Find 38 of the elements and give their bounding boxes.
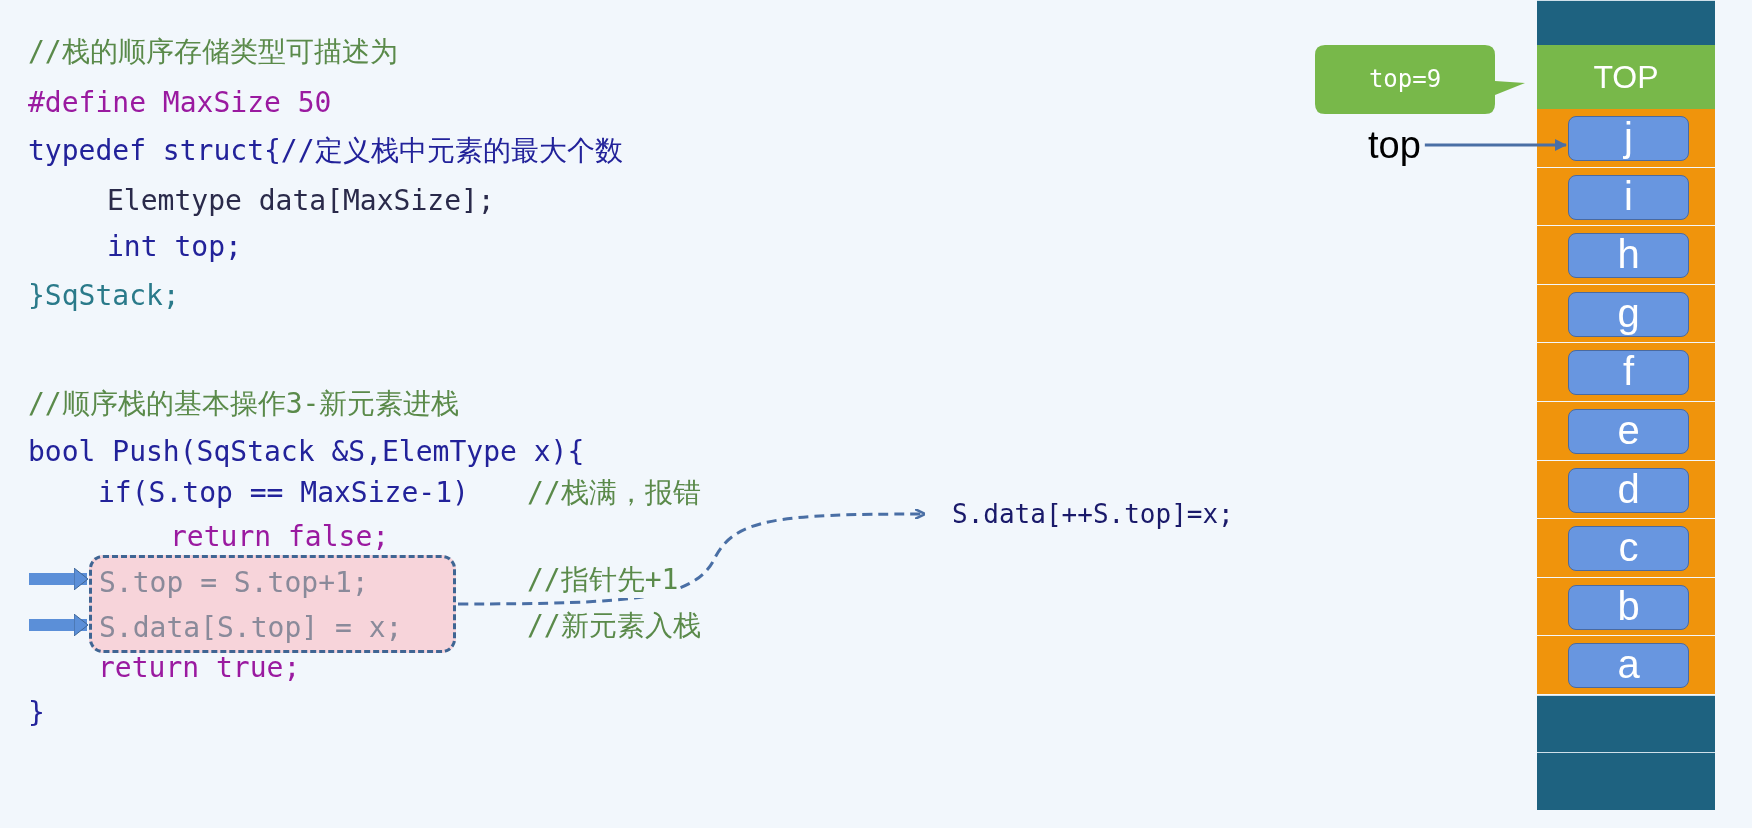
- arrow: [29, 613, 89, 637]
- speech-bubble: top=9: [1315, 45, 1525, 114]
- stack-cell: [1537, 695, 1715, 752]
- stack-cell: [1537, 752, 1715, 810]
- arrow: [458, 507, 927, 606]
- stack-element: f: [1568, 350, 1689, 396]
- stack-top-cell: TOP: [1537, 45, 1715, 109]
- code-comment: //栈满，报错: [527, 475, 701, 511]
- stack-element: a: [1568, 643, 1689, 689]
- stack-element: b: [1568, 584, 1689, 630]
- stack-element: g: [1568, 291, 1689, 337]
- stack-element: h: [1568, 233, 1689, 279]
- code-line: S.top = S.top+1;: [99, 565, 370, 601]
- code-line: S.data[S.top] = x;: [99, 610, 404, 646]
- code-line: return true;: [98, 650, 301, 686]
- pointer-label: top: [1368, 122, 1421, 168]
- highlight-box: [89, 555, 456, 653]
- code-line: bool Push(SqStack &S,ElemType x){: [28, 434, 585, 470]
- code-line: #define MaxSize 50: [28, 85, 332, 121]
- arrow: [1424, 139, 1567, 151]
- code-line: typedef struct{//定义栈中元素的最大个数: [28, 133, 623, 169]
- stack-element: i: [1568, 174, 1689, 220]
- code-line: }SqStack;: [28, 278, 180, 314]
- code-comment: //顺序栈的基本操作3-新元素进栈: [28, 386, 460, 422]
- stack-element: e: [1568, 409, 1689, 454]
- stack-element: c: [1568, 526, 1689, 572]
- code-line: if(S.top == MaxSize-1): [98, 475, 469, 511]
- code-line: }: [28, 695, 45, 731]
- code-comment: //栈的顺序存储类型可描述为: [28, 34, 398, 70]
- stack-element: j: [1568, 116, 1689, 161]
- code-line: Elemtype data[MaxSize];: [107, 183, 495, 219]
- code-line: return false;: [170, 519, 390, 555]
- stack-cell: [1537, 0, 1715, 45]
- stack-element: d: [1568, 467, 1689, 513]
- arrow: [29, 567, 89, 591]
- code-text: S.data[++S.top]=x;: [952, 496, 1234, 532]
- code-comment: //新元素入栈: [527, 608, 701, 644]
- code-line: int top;: [107, 229, 242, 265]
